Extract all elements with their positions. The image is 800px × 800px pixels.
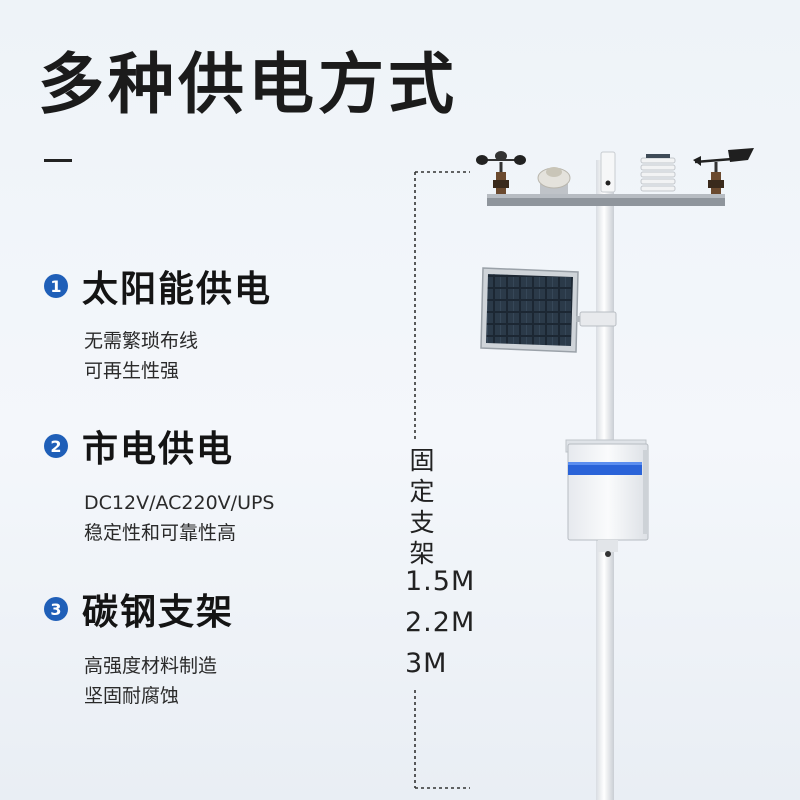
mount-size: 1.5M (405, 566, 476, 597)
feature-desc: 稳定性和可靠性高 (84, 522, 237, 544)
feature-desc: 高强度材料制造 (84, 655, 218, 677)
feature-carbon-steel: 3 碳钢支架 高强度材料制造 坚固耐腐蚀 (44, 583, 234, 711)
feature-title: 太阳能供电 (82, 269, 273, 310)
number-badge: 3 (44, 597, 68, 621)
solar-panel (480, 267, 617, 353)
feature-mains: 2 市电供电 DC12V/AC220V/UPS 稳定性和可靠性高 (44, 420, 275, 548)
number-badge: 2 (44, 434, 68, 458)
feature-desc: 坚固耐腐蚀 (84, 685, 180, 707)
feature-solar: 1 太阳能供电 无需繁琐布线 可再生性强 (44, 260, 272, 386)
anemometer (476, 151, 526, 194)
feature-title: 市电供电 (82, 429, 235, 470)
mount-size: 3M (405, 648, 448, 679)
rain-sensor (537, 167, 571, 194)
mount-size: 2.2M (405, 607, 476, 638)
mount-label: 固定支架 (409, 446, 435, 568)
pole-top-sensor (600, 151, 616, 193)
control-box (565, 439, 649, 557)
radiation-shield (640, 154, 676, 192)
title-underline (44, 159, 72, 162)
feature-desc: 无需繁琐布线 (84, 330, 199, 352)
page-title: 多种供电方式 (38, 46, 458, 123)
feature-desc: 可再生性强 (84, 360, 180, 382)
feature-desc: DC12V/AC220V/UPS (84, 492, 275, 514)
number-badge: 1 (44, 274, 68, 298)
wind-vane (693, 148, 754, 194)
height-dimension-line (414, 171, 470, 789)
feature-title: 碳钢支架 (82, 592, 235, 633)
